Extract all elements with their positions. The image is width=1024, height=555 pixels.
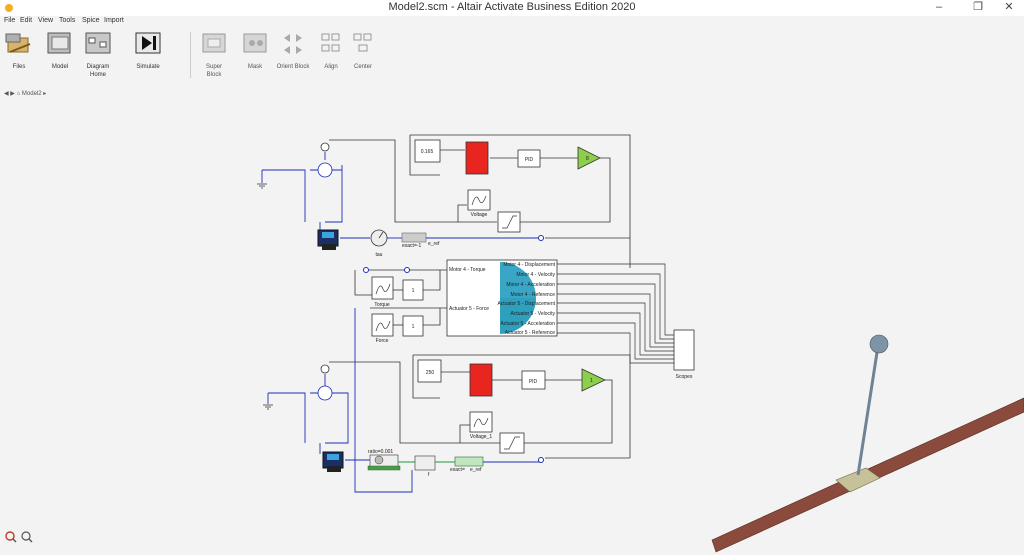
ribbon-separator bbox=[190, 32, 191, 78]
torque-label: Torque bbox=[374, 302, 390, 308]
forward-icon[interactable]: ▶ bbox=[10, 91, 15, 97]
window-title: Model2.scm - Altair Activate Business Ed… bbox=[0, 1, 1024, 13]
scopes-block[interactable] bbox=[674, 330, 694, 370]
menu-bar: File Edit View Tools Spice Import bbox=[0, 16, 1024, 28]
output-actuator-velocity: Actuator 5 - Velocity bbox=[511, 311, 556, 317]
play-icon bbox=[133, 28, 163, 58]
menu-import[interactable]: Import bbox=[104, 17, 124, 24]
constant-value-top: 0.165 bbox=[421, 149, 434, 155]
files-icon bbox=[4, 28, 34, 58]
zoom-icon[interactable] bbox=[22, 532, 32, 542]
gain-block-bottom[interactable] bbox=[582, 369, 605, 391]
title-bar: Model2.scm - Altair Activate Business Ed… bbox=[0, 0, 1024, 16]
mask-button[interactable]: Mask bbox=[240, 28, 270, 71]
voltage-label-bottom: Voltage_1 bbox=[470, 434, 492, 440]
orient-icon bbox=[278, 28, 308, 58]
pendulum-rod bbox=[858, 346, 878, 475]
output-motor-displacement: Motor 4 - Displacement bbox=[503, 262, 555, 268]
e-ref-label-bottom: e_ref bbox=[470, 467, 482, 473]
back-icon[interactable]: ◀ bbox=[4, 91, 9, 97]
menu-edit[interactable]: Edit bbox=[20, 17, 32, 24]
motor-top[interactable] bbox=[318, 230, 338, 250]
motor-bottom[interactable] bbox=[323, 452, 343, 472]
ratio-label: ratio=0.001 bbox=[368, 449, 393, 455]
pid-label-top: PID bbox=[525, 157, 534, 163]
center-button[interactable]: Center bbox=[350, 28, 376, 71]
f-label: f bbox=[428, 472, 430, 478]
output-motor-reference: Motor 4 - Reference bbox=[511, 292, 556, 298]
red-block-top[interactable] bbox=[466, 142, 488, 174]
saturation-block-top[interactable] bbox=[498, 212, 520, 232]
gain-value-top: 8 bbox=[586, 156, 589, 162]
ideal-source-top[interactable] bbox=[402, 233, 426, 242]
breadcrumb-model[interactable]: Model2 bbox=[22, 91, 42, 97]
minimize-icon[interactable]: – bbox=[928, 0, 950, 15]
constant-value-bottom: 250 bbox=[426, 370, 435, 376]
ground-icon-bottom bbox=[263, 405, 273, 409]
pendulum-ball bbox=[870, 335, 888, 353]
exact-label-top: exact=-1 bbox=[402, 243, 422, 249]
gain-value-bottom: 1 bbox=[590, 378, 593, 384]
actuator-input-label: Actuator 5 - Force bbox=[449, 306, 489, 312]
super-block-button[interactable]: Super Block bbox=[198, 28, 230, 79]
align-button[interactable]: Align bbox=[318, 28, 344, 71]
gearbox-rack[interactable] bbox=[368, 455, 400, 470]
torque-force-wiring bbox=[355, 270, 447, 325]
menu-spice[interactable]: Spice bbox=[82, 17, 100, 24]
force-label: Force bbox=[376, 338, 389, 344]
align-icon bbox=[318, 28, 344, 58]
simulate-button[interactable]: Simulate bbox=[128, 28, 168, 71]
tau-label: tau bbox=[376, 252, 383, 258]
files-button[interactable]: Files bbox=[4, 28, 34, 71]
output-actuator-displacement: Actuator 5 - Displacement bbox=[497, 301, 555, 307]
close-icon[interactable]: ✕ bbox=[998, 0, 1020, 15]
exact-label-bottom: exact= bbox=[450, 467, 465, 473]
force-sensor-bottom[interactable] bbox=[415, 456, 435, 470]
e-ref-label-top: e_ref bbox=[428, 241, 440, 247]
zoom-fit-icon[interactable] bbox=[6, 532, 16, 542]
unit-value-a: 1 bbox=[412, 288, 415, 294]
scope-wires bbox=[557, 264, 674, 363]
animation-3d-view bbox=[712, 335, 1024, 552]
output-motor-acceleration: Motor 4 - Acceleration bbox=[506, 282, 555, 288]
diagram-home-button[interactable]: Diagram Home bbox=[83, 28, 113, 79]
zoom-controls bbox=[4, 530, 36, 549]
breadcrumb: ◀ ▶ ⌂ Model2 ▸ bbox=[4, 90, 46, 97]
menu-tools[interactable]: Tools bbox=[59, 17, 75, 24]
motor-input-label: Motor 4 - Torque bbox=[449, 267, 486, 273]
chevron-right-icon: ▸ bbox=[43, 91, 46, 97]
pid-label-bottom: PID bbox=[529, 379, 538, 385]
unit-value-b: 1 bbox=[412, 324, 415, 330]
ribbon-toolbar: Files Model Diagram Home Simulate Super … bbox=[0, 28, 1024, 88]
model-button[interactable]: Model bbox=[45, 28, 75, 71]
diagram-canvas[interactable]: 0.165 PID 8 Voltage tau bbox=[0, 98, 1024, 555]
top-electrical-circuit bbox=[262, 152, 342, 234]
output-motor-velocity: Motor 4 - Velocity bbox=[516, 272, 555, 278]
output-actuator-reference: Actuator 5 - Reference bbox=[505, 330, 556, 336]
ideal-source-bottom[interactable] bbox=[455, 457, 483, 466]
scopes-label: Scopes bbox=[676, 374, 693, 380]
sensor-top[interactable] bbox=[321, 143, 329, 151]
mask-icon bbox=[240, 28, 270, 58]
menu-file[interactable]: File bbox=[4, 17, 15, 24]
super-block-icon bbox=[199, 28, 229, 58]
model-icon bbox=[45, 28, 75, 58]
sensor-bottom[interactable] bbox=[321, 365, 329, 373]
center-icon bbox=[350, 28, 376, 58]
restore-icon[interactable]: ❐ bbox=[967, 0, 989, 15]
menu-view[interactable]: View bbox=[38, 17, 53, 24]
output-actuator-acceleration: Actuator 5 - Acceleration bbox=[501, 321, 556, 327]
ground-icon bbox=[257, 184, 267, 188]
voltage-source-top[interactable] bbox=[318, 163, 332, 177]
gain-block-top[interactable] bbox=[578, 147, 600, 169]
red-block-bottom[interactable] bbox=[470, 364, 492, 396]
home-icon[interactable]: ⌂ bbox=[17, 91, 21, 97]
voltage-label-top: Voltage bbox=[471, 212, 488, 218]
orient-block-button[interactable]: Orient Block bbox=[275, 28, 311, 71]
voltage-source-bottom[interactable] bbox=[318, 386, 332, 400]
diagram-home-icon bbox=[83, 28, 113, 58]
